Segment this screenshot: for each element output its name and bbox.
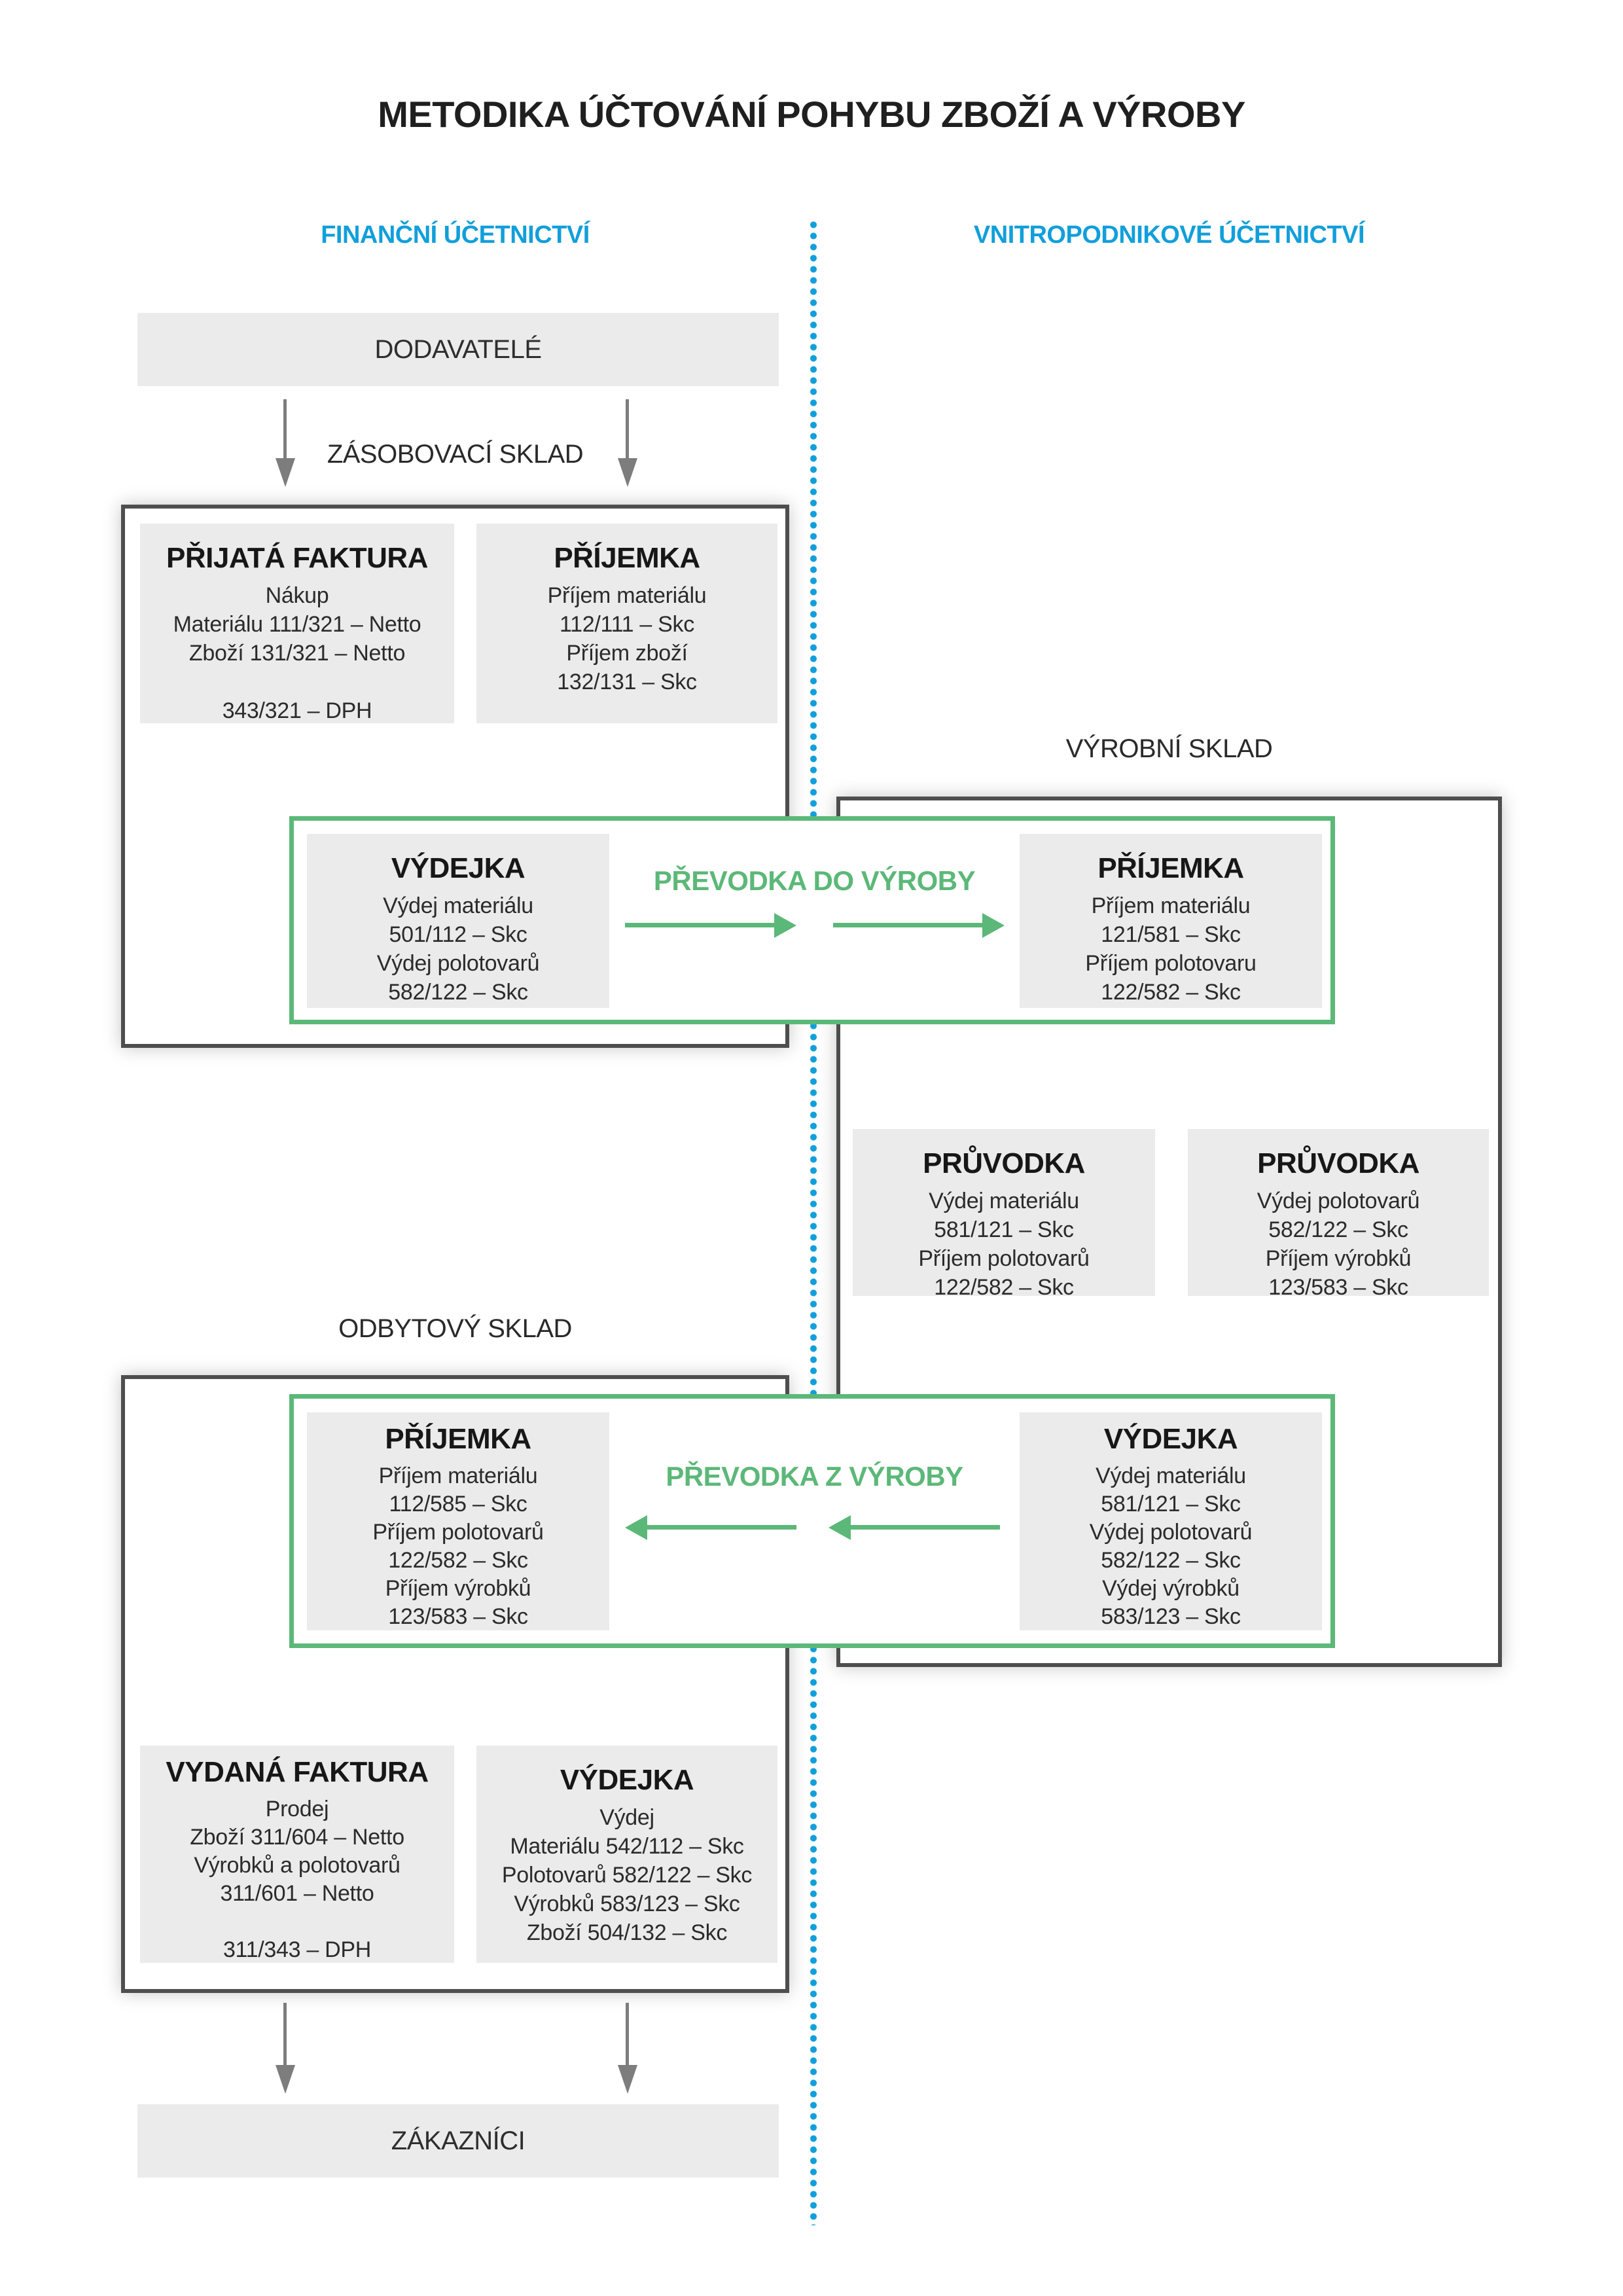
card-line: 581/121 – Skc xyxy=(934,1217,1074,1242)
card-line: Výdej materiálu xyxy=(383,893,533,918)
card-line: 582/122 – Skc xyxy=(1101,1548,1241,1573)
card-title: PŘÍJEMKA xyxy=(385,1423,531,1455)
card-line: 501/112 – Skc xyxy=(389,922,527,947)
card-title: PRŮVODKA xyxy=(923,1147,1085,1179)
card-line: Prodej xyxy=(265,1797,329,1821)
card-line: 123/583 – Skc xyxy=(388,1604,528,1629)
card-title: VÝDEJKA xyxy=(391,852,526,884)
card-line: 583/123 – Skc xyxy=(1101,1604,1241,1629)
card-line: Příjem materiálu xyxy=(547,583,707,608)
card-line: Polotovarů 582/122 – Skc xyxy=(501,1863,753,1888)
card-line xyxy=(140,668,454,696)
node-customers-label: ZÁKAZNÍCI xyxy=(391,2126,526,2155)
card-line: 122/582 – Skc xyxy=(934,1275,1074,1300)
card-line: Materiálu 111/321 – Netto xyxy=(173,612,421,637)
node-customers: ZÁKAZNÍCI xyxy=(137,2104,779,2178)
card-line: Výdej polotovarů xyxy=(376,951,540,976)
card-line: Výdej materiálu xyxy=(929,1189,1079,1213)
card-title: VÝDEJKA xyxy=(560,1764,694,1796)
card-line: 121/581 – Skc xyxy=(1101,922,1241,947)
card-line: Výrobků a polotovarů xyxy=(194,1853,401,1878)
card-line xyxy=(140,1908,454,1936)
transfer-arrow-right-2 xyxy=(833,923,982,927)
card-line: Příjem polotovarů xyxy=(372,1520,544,1545)
card-line: Příjem zboží xyxy=(566,641,688,666)
card-line: 123/583 – Skc xyxy=(1268,1275,1408,1300)
card-line: Příjem výrobků xyxy=(385,1576,531,1601)
card-title: PŘIJATÁ FAKTURA xyxy=(166,542,428,574)
card-line: 582/122 – Skc xyxy=(1268,1217,1408,1242)
card-line: 311/343 – DPH xyxy=(223,1937,372,1962)
card-line: Výdej polotovarů xyxy=(1089,1520,1253,1545)
card-line: 582/122 – Skc xyxy=(388,980,528,1005)
card-line: 112/585 – Skc xyxy=(389,1492,527,1516)
card-line: 112/111 – Skc xyxy=(560,612,694,637)
card-title: PŘÍJEMKA xyxy=(554,542,700,574)
down-arrow-sales-right xyxy=(626,2003,629,2065)
card-line: Výdej xyxy=(599,1805,654,1830)
transfer-from-production-label: PŘEVODKA Z VÝROBY xyxy=(666,1461,963,1492)
card-title: VYDANÁ FAKTURA xyxy=(166,1756,429,1788)
divider-dotted-line xyxy=(810,219,817,2225)
card-line: Zboží 311/604 – Netto xyxy=(190,1825,404,1850)
transfer-arrow-left-1 xyxy=(647,1525,796,1530)
node-suppliers: DODAVATELÉ xyxy=(137,313,779,386)
transfer-arrow-left-2 xyxy=(851,1525,1000,1530)
column-header-financial: FINANČNÍ ÚČETNICTVÍ xyxy=(321,221,590,249)
card-line: Zboží 131/321 – Netto xyxy=(188,641,406,666)
card-line: Příjem výrobků xyxy=(1265,1246,1412,1271)
card-line: 122/582 – Skc xyxy=(388,1548,528,1573)
label-sales-warehouse: ODBYTOVÝ SKLAD xyxy=(338,1314,572,1343)
card-line: Výrobků 583/123 – Skc xyxy=(514,1892,740,1916)
card-line: 122/582 – Skc xyxy=(1101,980,1241,1005)
down-arrow-supply-right xyxy=(626,399,629,458)
card-line: Příjem materiálu xyxy=(1091,893,1251,918)
card-title: VÝDEJKA xyxy=(1103,1423,1238,1455)
down-arrow-supply-left xyxy=(283,399,287,458)
card-title: PRŮVODKA xyxy=(1257,1147,1419,1179)
label-supply-warehouse: ZÁSOBOVACÍ SKLAD xyxy=(327,440,584,469)
card-line: Materiálu 542/112 – Skc xyxy=(510,1834,744,1859)
card-line: 343/321 – DPH xyxy=(222,698,372,723)
card-line: 311/601 – Netto xyxy=(220,1881,374,1906)
transfer-to-production-label: PŘEVODKA DO VÝROBY xyxy=(653,865,976,896)
transfer-arrow-right-1 xyxy=(625,923,774,927)
down-arrow-sales-left xyxy=(283,2003,287,2065)
card-line: Výdej výrobků xyxy=(1102,1576,1240,1601)
node-suppliers-label: DODAVATELÉ xyxy=(374,334,542,364)
label-production-warehouse: VÝROBNÍ SKLAD xyxy=(1065,734,1273,763)
card-line: Příjem polotovarů xyxy=(918,1246,1090,1271)
card-line: 581/121 – Skc xyxy=(1101,1492,1241,1516)
card-line: Zboží 504/132 – Skc xyxy=(526,1920,728,1945)
card-line: Výdej polotovarů xyxy=(1257,1189,1420,1213)
card-line: Příjem materiálu xyxy=(378,1463,538,1488)
card-line: Nákup xyxy=(265,583,329,608)
card-line: Příjem polotovaru xyxy=(1085,951,1257,976)
card-title: PŘÍJEMKA xyxy=(1097,852,1244,884)
page-title: METODIKA ÚČTOVÁNÍ POHYBU ZBOŽÍ A VÝROBY xyxy=(378,94,1245,135)
card-line: 132/131 – Skc xyxy=(557,670,697,694)
card-line: Výdej materiálu xyxy=(1096,1463,1246,1488)
column-header-internal: VNITROPODNIKOVÉ ÚČETNICTVÍ xyxy=(973,221,1365,249)
